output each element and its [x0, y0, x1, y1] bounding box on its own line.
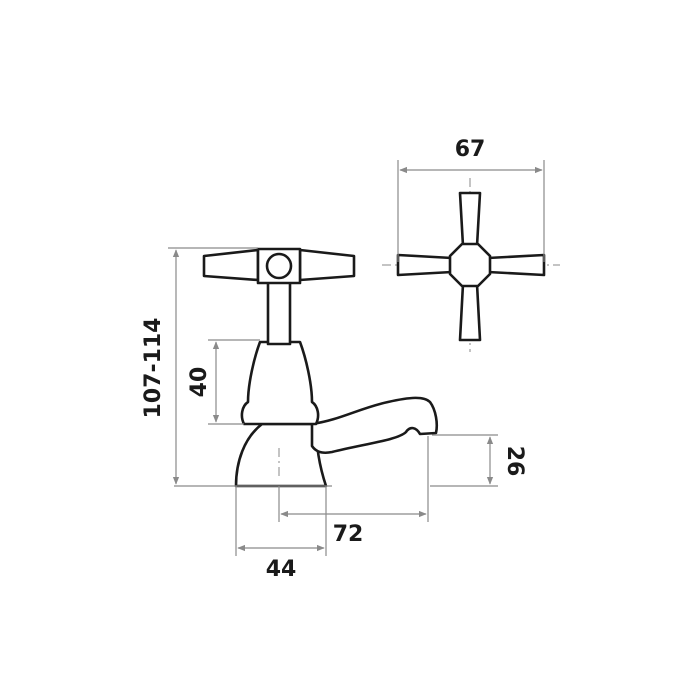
- top-arm-left: [396, 253, 454, 277]
- dim-label-spout-reach: 72: [333, 522, 364, 547]
- dim-handle-width: 67: [397, 137, 545, 262]
- dim-overall-height: 107-114: [141, 247, 258, 485]
- top-arm-up: [458, 191, 482, 248]
- top-arm-down: [458, 282, 482, 342]
- tap-side-view: [174, 247, 439, 488]
- dim-outlet-height: 26: [430, 434, 527, 487]
- handle-arm-right: [298, 248, 356, 282]
- dim-label-handle-width: 67: [455, 137, 486, 162]
- dim-label-body-height: 40: [187, 367, 212, 398]
- dim-label-base-diameter: 44: [266, 557, 297, 582]
- top-arm-right: [486, 253, 546, 277]
- handle-top-view: [382, 178, 560, 352]
- tap-stem: [266, 280, 292, 346]
- top-hub-octagon: [448, 242, 492, 288]
- dim-label-overall-height: 107-114: [141, 318, 166, 419]
- dim-base-diameter: 44: [235, 486, 327, 582]
- dim-body-height: 40: [187, 339, 260, 425]
- tap-spout: [310, 396, 439, 455]
- dim-label-outlet-height: 26: [502, 446, 527, 477]
- tap-bell: [240, 340, 320, 426]
- dim-spout-reach: 72: [278, 436, 429, 547]
- handle-arm-left: [202, 248, 260, 282]
- handle-hub-cap: [265, 252, 293, 280]
